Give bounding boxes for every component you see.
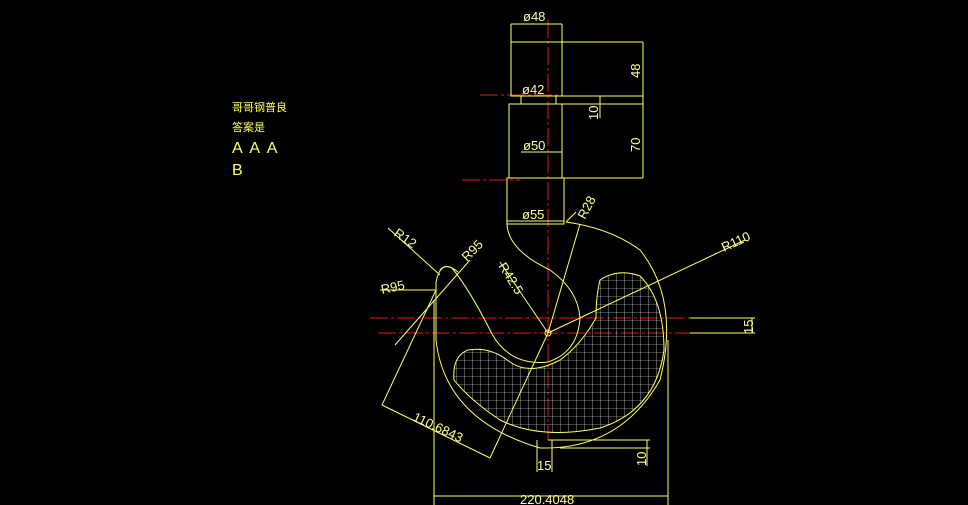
dim-220-4048: 220.4048 bbox=[520, 492, 574, 505]
dim-10: 10 bbox=[586, 106, 601, 120]
dim-48: 48 bbox=[628, 64, 643, 78]
dim-15-right: 15 bbox=[741, 320, 756, 334]
dim-15-bottom: 15 bbox=[537, 458, 551, 473]
dim-d48: ø48 bbox=[523, 9, 545, 24]
note-line-3: A A A bbox=[232, 140, 280, 157]
note-line-1: 哥哥钢普良 bbox=[232, 101, 287, 114]
dim-r12: R12 bbox=[391, 225, 419, 251]
dim-r110: R110 bbox=[719, 228, 753, 254]
dim-10-bottom: 10 bbox=[634, 452, 649, 466]
dim-r95-a: R95 bbox=[459, 237, 486, 264]
dim-r95-b: R95 bbox=[380, 277, 406, 297]
dim-110-6843: 110.6843 bbox=[411, 409, 466, 445]
dim-r28: R28 bbox=[574, 193, 598, 221]
dim-d42: ø42 bbox=[522, 82, 544, 97]
dim-70: 70 bbox=[628, 138, 643, 152]
dim-r42-5: R42.5 bbox=[495, 260, 526, 297]
dimension-lines bbox=[380, 223, 755, 505]
note-line-2: 答案是 bbox=[232, 121, 265, 134]
dim-d50: ø50 bbox=[523, 138, 545, 153]
hook-shank bbox=[506, 23, 644, 225]
note-line-4: B bbox=[232, 162, 245, 179]
section-hatch bbox=[453, 272, 665, 433]
annotation-notes: 哥哥钢普良 答案是 A A A B bbox=[232, 98, 287, 182]
dim-d55: ø55 bbox=[522, 207, 544, 222]
